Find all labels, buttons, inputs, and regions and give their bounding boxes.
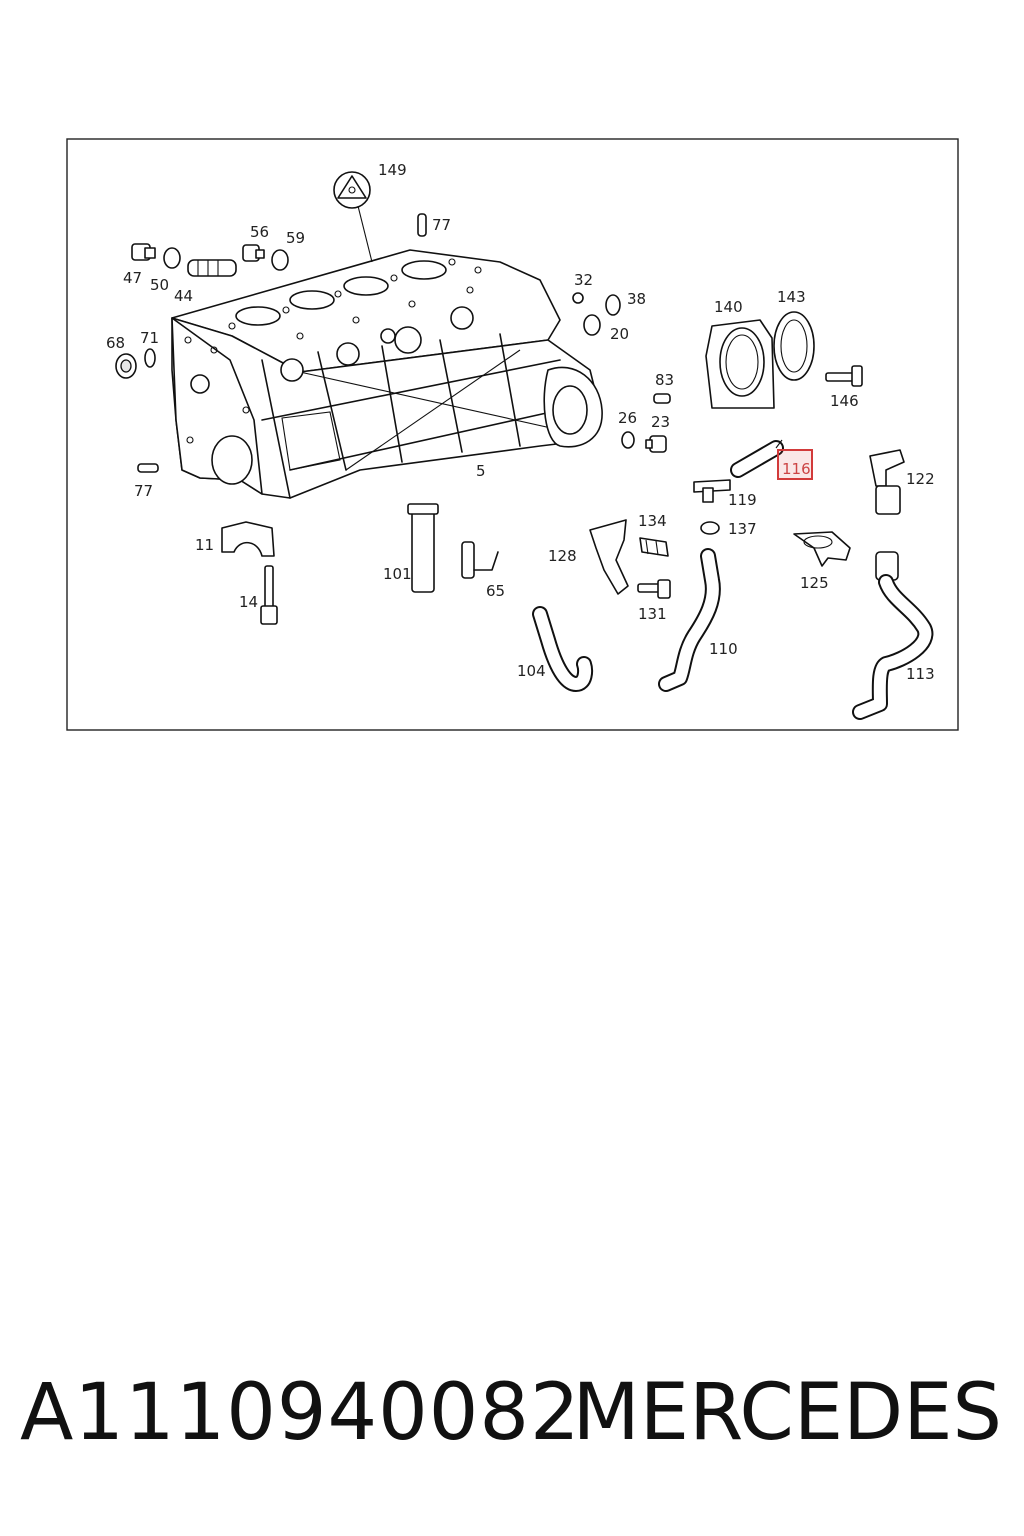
callout-143: 143: [777, 288, 806, 306]
footer: A1110940082 MERCEDES: [0, 1368, 1024, 1478]
callout-149: 149: [378, 161, 407, 179]
part-83-dowel: [653, 393, 671, 404]
callout-38: 38: [627, 290, 646, 308]
part-50-seal: [163, 247, 181, 269]
part-77-dowel: [417, 213, 427, 237]
part-number: A1110940082: [20, 1368, 581, 1458]
part-101-tube: [407, 503, 439, 593]
part-137-clamp: [700, 521, 720, 535]
callout-110: 110: [709, 640, 738, 658]
part-116-tube: [730, 439, 784, 478]
callout-68: 68: [106, 334, 125, 352]
part-77b-dowel: [137, 463, 159, 473]
callout-56: 56: [250, 223, 269, 241]
part-104-hose: [532, 606, 593, 692]
part-65-sensor: [461, 541, 499, 579]
callout-116: 116: [782, 460, 811, 478]
part-131-bolt: [637, 579, 671, 599]
callouts: 149 77 56 59 47 50 44 68 71 32 38 20 140…: [106, 161, 935, 683]
callout-134: 134: [638, 512, 667, 530]
callout-20: 20: [610, 325, 629, 343]
part-122-connector: [869, 449, 905, 515]
callout-5: 5: [476, 462, 486, 480]
part-113-hose: [852, 551, 934, 720]
part-110-hose: [658, 548, 721, 692]
callout-47: 47: [123, 269, 142, 287]
part-26-ring: [621, 431, 635, 449]
part-44-sleeve: [187, 259, 237, 277]
part-32-ball: [572, 292, 584, 304]
callout-113: 113: [906, 665, 935, 683]
callout-65: 65: [486, 582, 505, 600]
part-140-seal-carrier: [705, 319, 775, 409]
callout-11: 11: [195, 536, 214, 554]
callout-14: 14: [239, 593, 258, 611]
callout-137: 137: [728, 520, 757, 538]
part-47-plug: [131, 243, 156, 261]
part-134-clip: [639, 537, 669, 557]
part-56-plug: [242, 244, 265, 262]
callout-122: 122: [906, 470, 935, 488]
brand-name: MERCEDES: [572, 1368, 1003, 1458]
part-23-plug: [645, 435, 667, 453]
callout-23: 23: [651, 413, 670, 431]
parts-diagram: 149 77 56 59 47 50 44 68 71 32 38 20 140…: [66, 138, 959, 731]
part-119-connector: [693, 479, 731, 503]
part-146-bolt: [825, 365, 863, 387]
part-14-bolt: [260, 565, 278, 625]
callout-71: 71: [140, 329, 159, 347]
callout-32: 32: [574, 271, 593, 289]
part-128-bracket: [589, 519, 629, 595]
callout-140: 140: [714, 298, 743, 316]
callout-44: 44: [174, 287, 193, 305]
part-143-seal-ring: [773, 311, 815, 381]
callout-125: 125: [800, 574, 829, 592]
part-38-ring: [605, 294, 621, 316]
callout-131: 131: [638, 605, 667, 623]
callout-119: 119: [728, 491, 757, 509]
part-59-ring: [271, 249, 289, 271]
highlight-box-116: [777, 449, 813, 480]
callout-83: 83: [655, 371, 674, 389]
part-11-bearing-cap: [221, 521, 275, 557]
callout-104: 104: [517, 662, 546, 680]
part-68-cap: [115, 353, 137, 379]
callout-101: 101: [383, 565, 412, 583]
callout-50: 50: [150, 276, 169, 294]
callout-59: 59: [286, 229, 305, 247]
part-149-cover: [333, 171, 373, 263]
callout-77-left: 77: [134, 482, 153, 500]
callout-146: 146: [830, 392, 859, 410]
part-20-sleeve: [583, 314, 601, 336]
part-125-bracket: [793, 531, 851, 567]
diagram-frame: [66, 138, 959, 731]
callout-128: 128: [548, 547, 577, 565]
engine-block: [171, 249, 603, 499]
part-71-ring: [144, 348, 156, 368]
callout-77-top: 77: [432, 216, 451, 234]
callout-26: 26: [618, 409, 637, 427]
